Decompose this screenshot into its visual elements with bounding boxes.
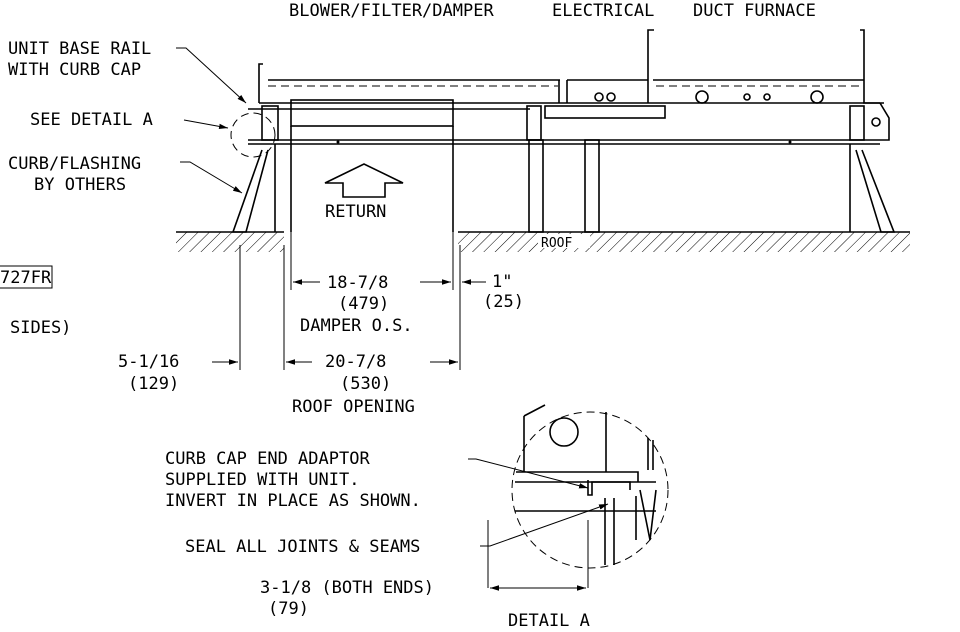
detail-a-callout-circle xyxy=(230,112,276,158)
roof-opening-label: ROOF OPENING xyxy=(292,397,415,417)
roof: ROOF xyxy=(176,231,910,252)
return-opening: RETURN xyxy=(290,126,454,232)
model-partial-label: 727FR xyxy=(0,268,52,288)
curb-cap-adaptor-label: CURB CAP END ADAPTOR xyxy=(165,449,370,469)
unit-base-rail-label: UNIT BASE RAIL xyxy=(8,39,151,59)
electrical-label: ELECTRICAL xyxy=(552,1,654,21)
gap-dim-metric: (25) xyxy=(483,292,524,312)
detail-a-view xyxy=(487,404,669,588)
end-dim-value: 3-1/8 (BOTH ENDS) xyxy=(260,578,434,598)
damper-os-label: DAMPER O.S. xyxy=(300,316,413,336)
sides-partial-label: SIDES) xyxy=(10,318,71,338)
damper-dim-value: 18-7/8 xyxy=(327,273,388,293)
seal-label: SEAL ALL JOINTS & SEAMS xyxy=(185,537,420,557)
see-detail-a-label: SEE DETAIL A xyxy=(30,110,153,130)
blower-filter-damper-label: BLOWER/FILTER/DAMPER xyxy=(289,1,494,21)
roof-opening-dim-metric: (530) xyxy=(340,374,391,394)
return-arrow-icon xyxy=(324,163,404,198)
offset-dim-metric: (129) xyxy=(128,374,179,394)
by-others-label: BY OTHERS xyxy=(34,175,126,195)
supplied-with-unit-label: SUPPLIED WITH UNIT. xyxy=(165,470,359,490)
model-box xyxy=(0,265,53,289)
end-dim-metric: (79) xyxy=(268,599,309,619)
invert-in-place-label: INVERT IN PLACE AS SHOWN. xyxy=(165,491,421,511)
curb-flashing-label: CURB/FLASHING xyxy=(8,154,141,174)
duct-furnace-label: DUCT FURNACE xyxy=(693,1,816,21)
detail-a-label: DETAIL A xyxy=(508,611,590,631)
offset-dim-value: 5-1/16 xyxy=(118,352,179,372)
unit-base-rail xyxy=(248,99,890,145)
roof-opening-dim-value: 20-7/8 xyxy=(325,352,386,372)
with-curb-cap-label: WITH CURB CAP xyxy=(8,60,141,80)
gap-dim-value: 1" xyxy=(492,272,512,292)
dimension-extension-lines xyxy=(239,232,461,370)
return-label: RETURN xyxy=(325,202,386,222)
unit-top-panels xyxy=(258,29,880,104)
roof-label: ROOF xyxy=(541,236,572,251)
damper-dim-metric: (479) xyxy=(338,294,389,314)
